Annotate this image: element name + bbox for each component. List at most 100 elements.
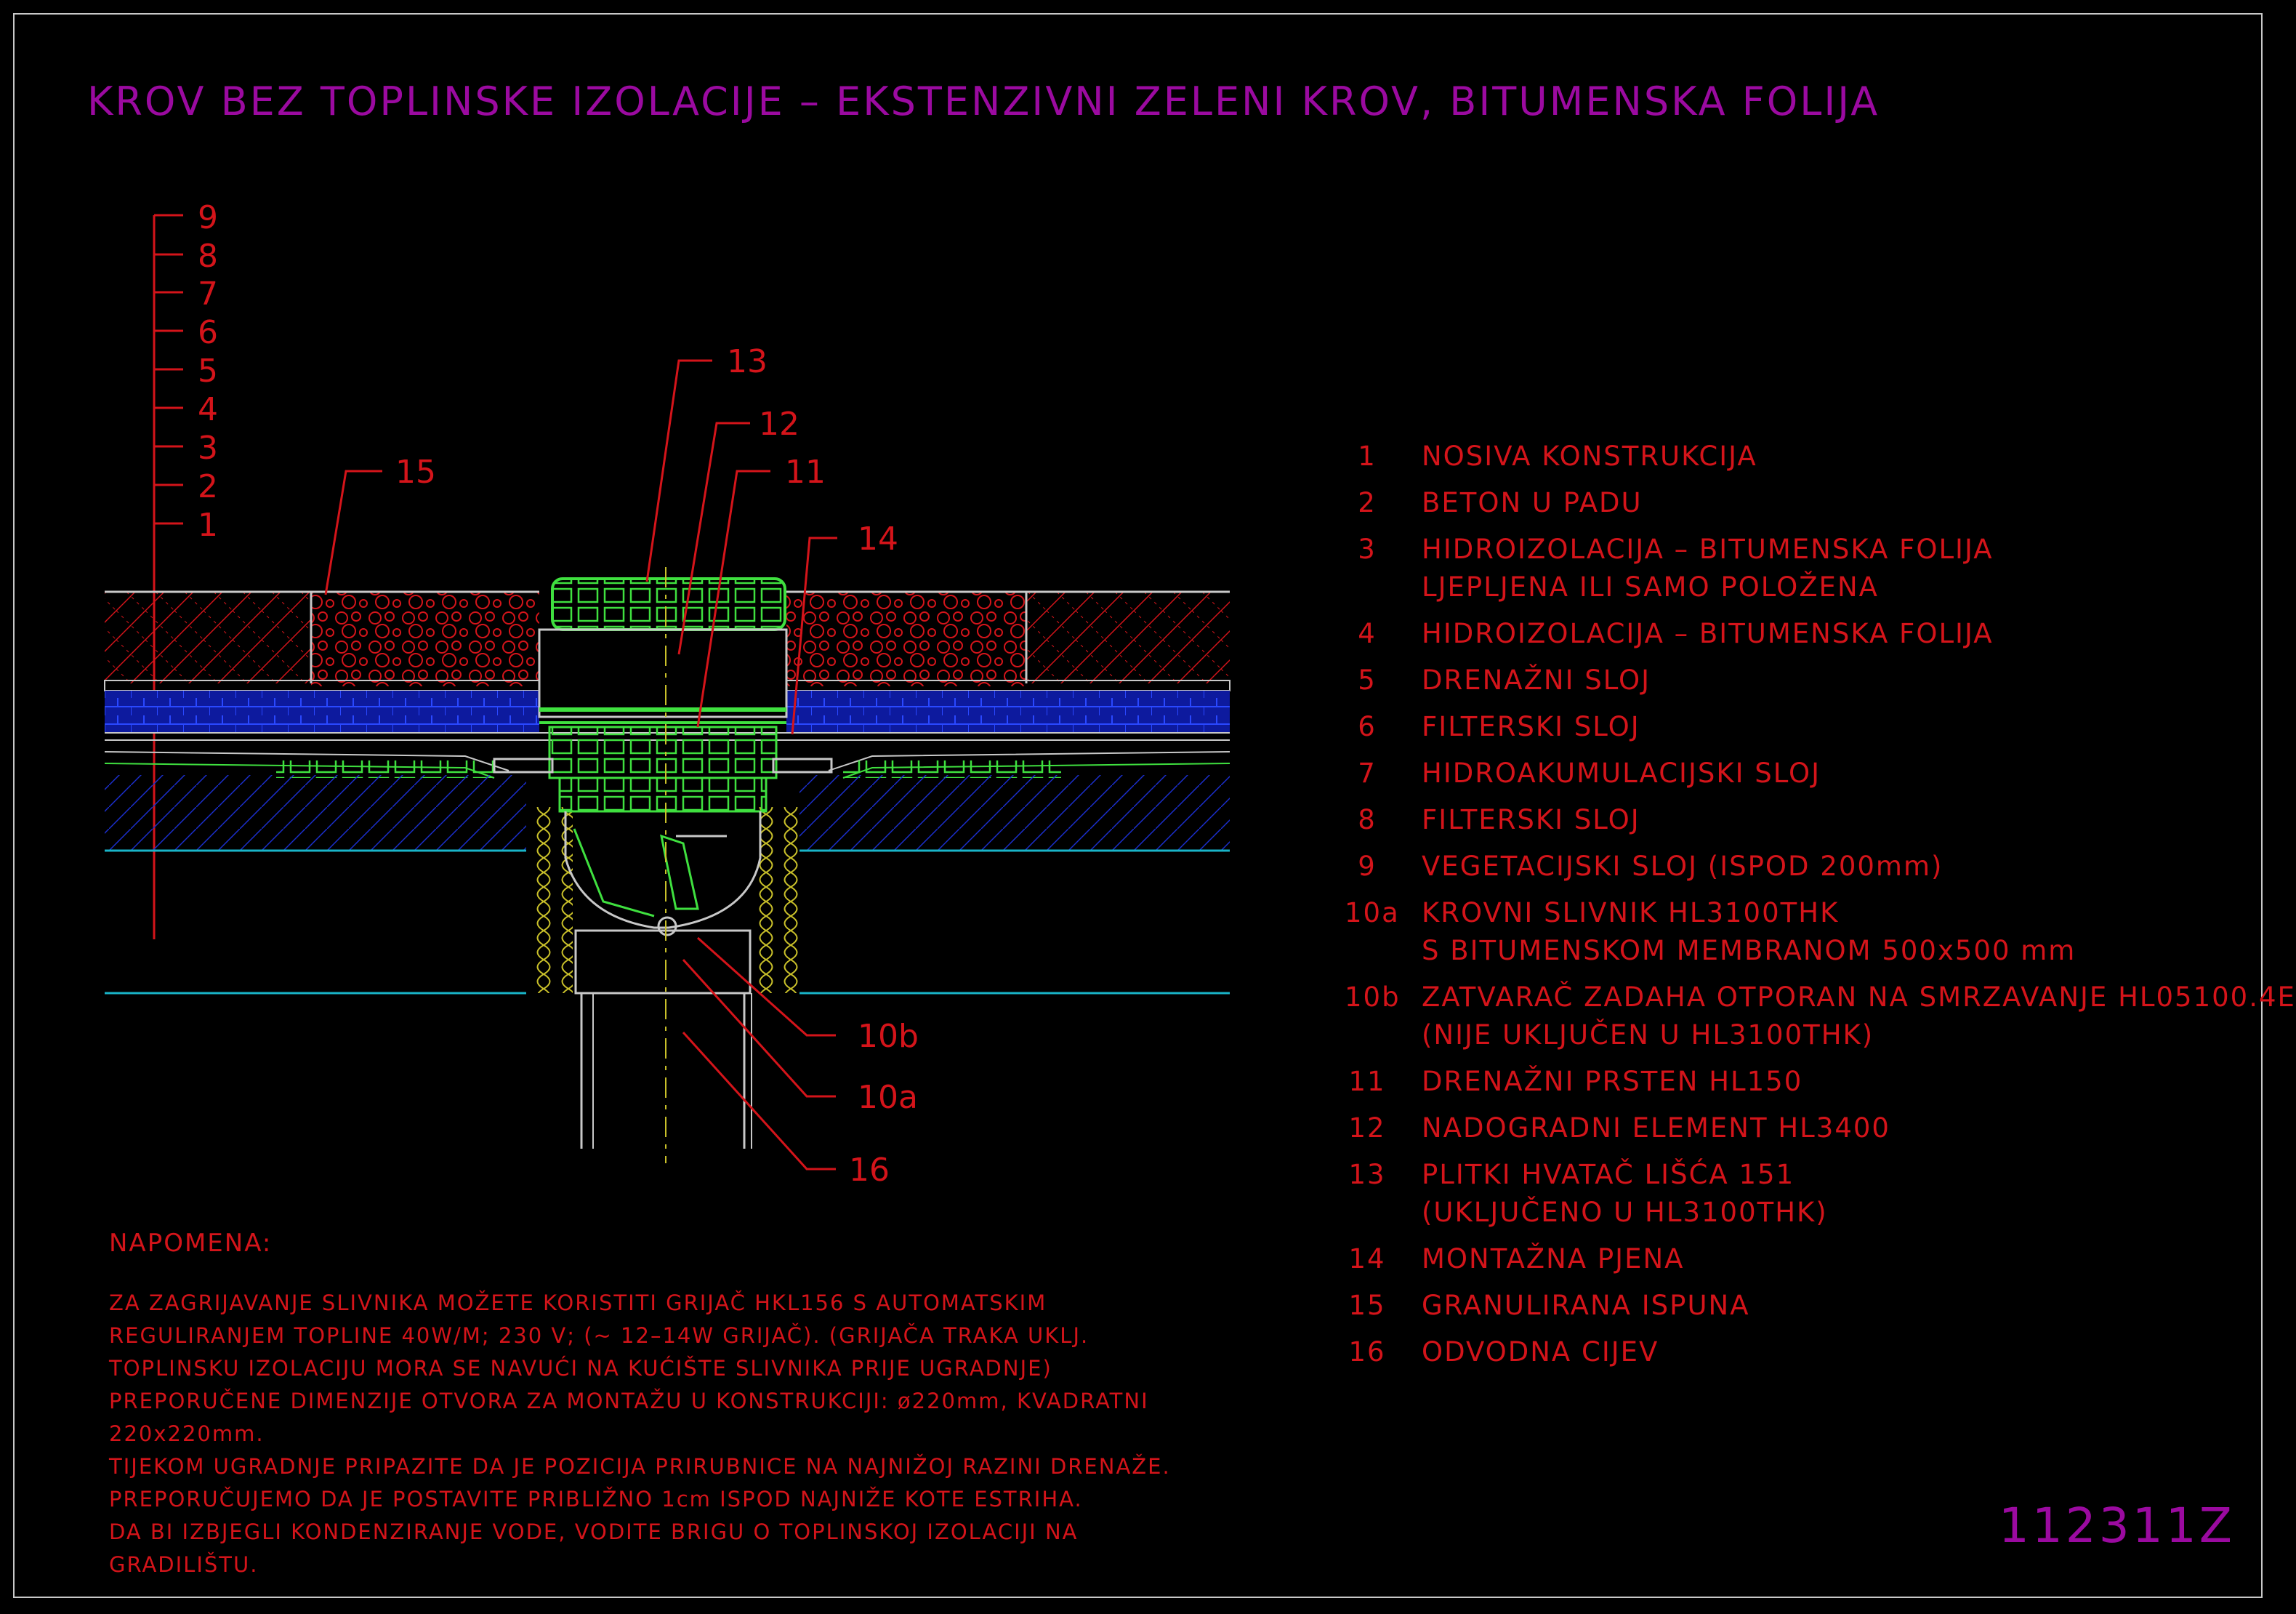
scale-label: 7 [198, 276, 218, 313]
legend-number: 5 [1358, 665, 1377, 696]
legend-item: 10b ZATVARAČ ZADAHA OTPORAN NA SMRZAVANJ… [1345, 979, 2296, 1054]
legend-item: 15 GRANULIRANA ISPUNA [1345, 1287, 2246, 1325]
legend-number: 10a [1345, 897, 1400, 928]
legend-line: S BITUMENSKOM MEMBRANOM 500x500 mm [1422, 935, 2077, 966]
legend-number: 9 [1358, 851, 1377, 882]
legend-item: 13 PLITKI HVATAČ LIŠĆA 151 (UKLJUČENO U … [1345, 1156, 2246, 1232]
callout-label: 13 [727, 343, 768, 380]
legend-text: HIDROIZOLACIJA – BITUMENSKA FOLIJA LJEPL… [1422, 531, 2246, 606]
legend-line: GRANULIRANA ISPUNA [1422, 1290, 1750, 1321]
scale-label: 8 [198, 238, 218, 275]
callout-label: 10b [858, 1018, 919, 1055]
legend-item: 11 DRENAŽNI PRSTEN HL150 [1345, 1063, 2246, 1101]
legend-text: GRANULIRANA ISPUNA [1422, 1287, 2246, 1325]
legend-line: NOSIVA KONSTRUKCIJA [1422, 441, 1757, 472]
notes-line: GRADILIŠTU. [109, 1552, 259, 1577]
legend-text: DRENAŽNI PRSTEN HL150 [1422, 1063, 2246, 1101]
drawing-number: 112311Z [1998, 1498, 2235, 1554]
legend-line: BETON U PADU [1422, 487, 1643, 518]
legend-text: VEGETACIJSKI SLOJ (ISPOD 200mm) [1422, 848, 2246, 886]
legend-number: 14 [1348, 1243, 1386, 1274]
legend-line: FILTERSKI SLOJ [1422, 804, 1640, 835]
legend-number: 12 [1348, 1112, 1386, 1144]
roof-layers [104, 590, 1230, 995]
drawing-frame [13, 13, 2263, 1598]
scale-label: 1 [198, 507, 218, 544]
legend-item: 14 MONTAŽNA PJENA [1345, 1240, 2246, 1278]
scale-label: 4 [198, 391, 218, 428]
legend-item: 12 NADOGRADNI ELEMENT HL3400 [1345, 1109, 2246, 1147]
legend-item: 6 FILTERSKI SLOJ [1345, 708, 2246, 746]
legend-text: ZATVARAČ ZADAHA OTPORAN NA SMRZAVANJE HL… [1422, 979, 2296, 1054]
legend-item: 7 HIDROAKUMULACIJSKI SLOJ [1345, 755, 2246, 792]
legend-line: HIDROIZOLACIJA – BITUMENSKA FOLIJA [1422, 534, 1994, 565]
legend-item: 2 BETON U PADU [1345, 484, 2246, 522]
callout-label: 15 [395, 454, 436, 491]
callout-leaders [324, 359, 837, 1171]
legend-line: VEGETACIJSKI SLOJ (ISPOD 200mm) [1422, 851, 1943, 882]
notes-line: ZA ZAGRIJAVANJE SLIVNIKA MOŽETE KORISTIT… [109, 1290, 1047, 1315]
legend-number: 15 [1348, 1290, 1386, 1321]
scale-label: 6 [198, 314, 218, 351]
legend-item: 1 NOSIVA KONSTRUKCIJA [1345, 438, 2246, 475]
legend-number: 13 [1348, 1159, 1386, 1190]
legend-item: 3 HIDROIZOLACIJA – BITUMENSKA FOLIJA LJE… [1345, 531, 2246, 606]
legend-text: FILTERSKI SLOJ [1422, 708, 2246, 746]
callout-labels: 13 12 11 15 14 10b 10a 16 [395, 343, 919, 1189]
legend-line: HIDROIZOLACIJA – BITUMENSKA FOLIJA [1422, 618, 1994, 649]
callout-label: 11 [785, 454, 826, 491]
notes-line: REGULIRANJEM TOPLINE 40W/M; 230 V; (~ 12… [109, 1323, 1089, 1348]
notes-line: PREPORUČUJEMO DA JE POSTAVITE PRIBLIŽNO … [109, 1487, 1083, 1511]
legend-number: 11 [1348, 1066, 1386, 1097]
legend-line: ODVODNA CIJEV [1422, 1336, 1659, 1368]
legend-text: BETON U PADU [1422, 484, 2246, 522]
legend-item: 9 VEGETACIJSKI SLOJ (ISPOD 200mm) [1345, 848, 2246, 886]
legend-number: 3 [1358, 534, 1377, 565]
legend-number: 10b [1345, 981, 1401, 1013]
legend-item: 8 FILTERSKI SLOJ [1345, 801, 2246, 839]
legend-line: ZATVARAČ ZADAHA OTPORAN NA SMRZAVANJE HL… [1422, 981, 2296, 1013]
legend-text: MONTAŽNA PJENA [1422, 1240, 2246, 1278]
legend: 1 NOSIVA KONSTRUKCIJA 2 BETON U PADU 3 H… [1345, 438, 2296, 1380]
legend-number: 6 [1358, 711, 1377, 742]
legend-text: NADOGRADNI ELEMENT HL3400 [1422, 1109, 2246, 1147]
legend-number: 4 [1358, 618, 1377, 649]
legend-number: 1 [1358, 441, 1377, 472]
scale-label: 5 [198, 353, 218, 390]
legend-line: DRENAŽNI PRSTEN HL150 [1422, 1066, 1803, 1097]
legend-text: ODVODNA CIJEV [1422, 1333, 2246, 1371]
legend-line: (UKLJUČENO U HL3100THK) [1422, 1197, 1828, 1228]
notes-line: TIJEKOM UGRADNJE PRIPAZITE DA JE POZICIJ… [109, 1454, 1171, 1479]
legend-number: 2 [1358, 487, 1377, 518]
legend-item: 16 ODVODNA CIJEV [1345, 1333, 2246, 1371]
legend-text: PLITKI HVATAČ LIŠĆA 151 (UKLJUČENO U HL3… [1422, 1156, 2246, 1232]
legend-text: KROVNI SLIVNIK HL3100THK S BITUMENSKOM M… [1422, 894, 2246, 970]
notes-line: 220x220mm. [109, 1421, 265, 1446]
legend-item: 4 HIDROIZOLACIJA – BITUMENSKA FOLIJA [1345, 615, 2246, 653]
legend-text: DRENAŽNI SLOJ [1422, 662, 2246, 699]
legend-text: NOSIVA KONSTRUKCIJA [1422, 438, 2246, 475]
notes-line: DA BI IZBJEGLI KONDENZIRANJE VODE, VODIT… [109, 1519, 1079, 1544]
callout-label: 12 [759, 406, 799, 443]
legend-line: (NIJE UKLJUČEN U HL3100THK) [1422, 1019, 1874, 1051]
legend-text: HIDROAKUMULACIJSKI SLOJ [1422, 755, 2246, 792]
legend-line: DRENAŽNI SLOJ [1422, 665, 1651, 696]
notes-line: PREPORUČENE DIMENZIJE OTVORA ZA MONTAŽU … [109, 1389, 1149, 1413]
legend-line: KROVNI SLIVNIK HL3100THK [1422, 897, 1840, 928]
legend-item: 10a KROVNI SLIVNIK HL3100THK S BITUMENSK… [1345, 894, 2246, 970]
notes-block: NAPOMENA: ZA ZAGRIJAVANJE SLIVNIKA MOŽET… [109, 1229, 1214, 1581]
legend-text: HIDROIZOLACIJA – BITUMENSKA FOLIJA [1422, 615, 2246, 653]
roof-drain-assembly [493, 567, 833, 1163]
legend-line: MONTAŽNA PJENA [1422, 1243, 1685, 1274]
legend-number: 8 [1358, 804, 1377, 835]
scale-label: 3 [198, 430, 218, 467]
legend-item: 5 DRENAŽNI SLOJ [1345, 662, 2246, 699]
legend-number: 16 [1348, 1336, 1386, 1368]
callout-label: 14 [858, 521, 898, 558]
notes-line: TOPLINSKU IZOLACIJU MORA SE NAVUĆI NA KU… [109, 1356, 1052, 1381]
scale-label: 2 [198, 468, 218, 505]
legend-number: 7 [1358, 758, 1377, 789]
legend-line: HIDROAKUMULACIJSKI SLOJ [1422, 758, 1821, 789]
legend-line: NADOGRADNI ELEMENT HL3400 [1422, 1112, 1890, 1144]
